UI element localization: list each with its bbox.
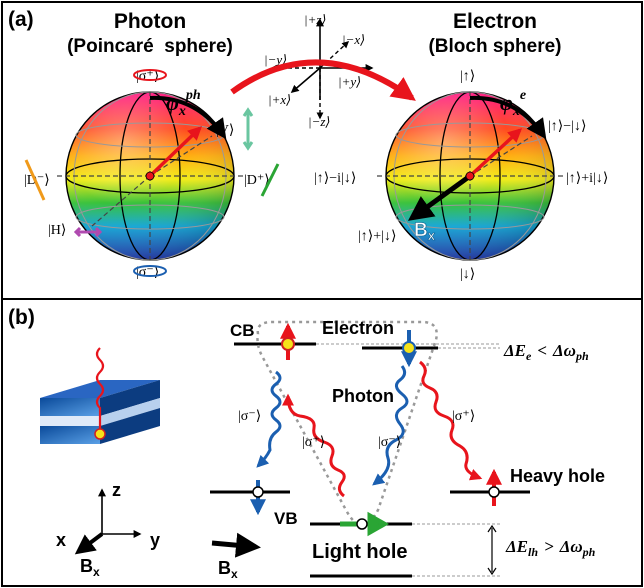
axis-minus-x: |−x⟩: [342, 32, 365, 47]
axis-z-label: z: [112, 480, 121, 500]
up-plus-i-down-label: |↑⟩+i|↓⟩: [566, 171, 608, 186]
photon-wave-center-red: [282, 393, 346, 498]
d-minus-label: |D⁻⟩: [24, 173, 50, 188]
up-minus-i-down-label: |↑⟩−i|↓⟩: [314, 171, 356, 186]
axis-plus-x: |+x⟩: [268, 92, 291, 107]
axis-minus-z: |−z⟩: [308, 114, 330, 129]
h-polarization-icon: [73, 226, 103, 238]
d-minus-polarization-icon: [24, 159, 46, 201]
cb-right-electron: [402, 341, 416, 355]
cb-label: CB: [230, 321, 255, 340]
photon-state-labels: |σ⁺⟩ |σ⁻⟩ |V⟩ |H⟩ |D⁻⟩ |D⁺⟩ φxph: [24, 69, 280, 280]
photon-label: Photon: [332, 386, 394, 406]
sigma-plus-center: |σ⁺⟩: [302, 435, 325, 450]
coordinate-axes: z y x Bx: [56, 480, 160, 579]
d-plus-label: |D⁺⟩: [244, 173, 270, 188]
vb-label: VB: [274, 509, 298, 528]
axis-y-label: y: [150, 530, 160, 550]
photon-wave-left-blue: [256, 370, 282, 468]
axis-x-label: x: [56, 530, 66, 550]
electron-subtitle: (Bloch sphere): [428, 36, 561, 57]
photon-wave-right-red: [419, 360, 483, 481]
bx-field-arrow: [211, 532, 261, 558]
panel-b-labels: CB Electron Photon VB Light hole Heavy h…: [230, 318, 605, 563]
bx-field-label: Bx: [218, 558, 238, 581]
bx-axis-label: Bx: [80, 556, 100, 579]
photon-title: Photon: [114, 10, 186, 33]
delta-e-relation: ΔEe<Δωph: [503, 341, 589, 363]
up-plus-down-label: |↑⟩+|↓⟩: [358, 229, 396, 244]
poincare-sphere: [55, 91, 245, 261]
delta-lh-relation: ΔElh>Δωph: [505, 537, 596, 559]
axis-plus-y: |+y⟩: [338, 74, 361, 89]
quantum-well-slab: [40, 347, 160, 444]
bloch-sphere: [375, 91, 565, 261]
delta-lh-span-caps: [487, 524, 497, 576]
photon-phi-label: φxph: [166, 88, 201, 119]
h-state-label: |H⟩: [48, 223, 66, 238]
vb-left-hole: [252, 486, 264, 498]
sigma-plus-rotation-icon: [133, 69, 167, 81]
axis-frame: |+z⟩ |−z⟩ |+y⟩ |−y⟩ |+x⟩ |−x⟩: [264, 12, 374, 129]
axis-plus-z: |+z⟩: [304, 12, 326, 27]
light-hole-label: Light hole: [312, 541, 408, 563]
sigma-plus-right: |σ⁺⟩: [452, 409, 475, 424]
axis-minus-y: |−y⟩: [264, 52, 287, 67]
photon-wave-center-blue: [372, 365, 409, 486]
panel-b-frame: [1, 298, 643, 587]
heavy-hole-label: Heavy hole: [510, 466, 605, 486]
electron-phi-label: φxe: [500, 88, 526, 119]
v-polarization-icon: [242, 107, 254, 151]
sigma-minus-left: |σ⁻⟩: [238, 409, 261, 424]
d-plus-polarization-icon: [260, 163, 280, 197]
transition-loop: [256, 320, 438, 527]
spin-up-label: |↑⟩: [460, 69, 475, 84]
electron-label: Electron: [322, 318, 394, 338]
panel-a-tag: (a): [8, 8, 34, 31]
photon-subtitle: (Poincaré sphere): [67, 36, 233, 57]
panel-b-tag: (b): [8, 306, 35, 329]
sigma-minus-center: |σ⁻⟩: [378, 435, 401, 450]
bx-sphere-label: Bx: [414, 220, 436, 243]
electron-title: Electron: [453, 10, 537, 33]
electron-state-labels: |↑⟩ |↓⟩ |↑⟩−|↓⟩ |↑⟩+i|↓⟩ |↑⟩−i|↓⟩ |↑⟩+|↓…: [314, 69, 608, 282]
up-minus-down-label: |↑⟩−|↓⟩: [548, 119, 586, 134]
sigma-minus-rotation-icon: [133, 265, 167, 277]
v-state-label: |V⟩: [216, 123, 234, 138]
light-hole: [356, 518, 368, 530]
vb-right-hole: [488, 486, 500, 498]
spin-down-label: |↓⟩: [460, 267, 475, 282]
mapping-arrow: [230, 59, 416, 101]
cb-left-electron: [281, 337, 295, 351]
